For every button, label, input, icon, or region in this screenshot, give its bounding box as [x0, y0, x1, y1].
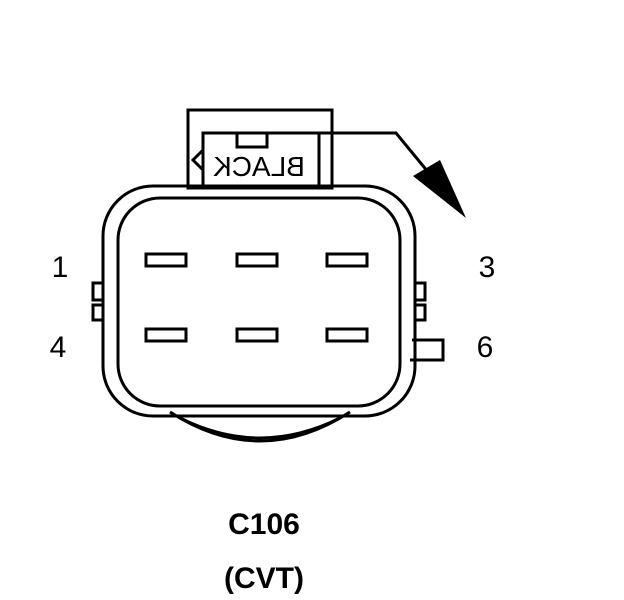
connector-housing-inner: [116, 196, 402, 408]
connector-housing-outer: [101, 184, 417, 418]
pin-label-3: 3: [479, 251, 496, 284]
connector-id: C106: [228, 508, 300, 541]
leader-line: [320, 131, 435, 179]
connector-subtitle: (CVT): [224, 562, 304, 595]
pin-label-1: 1: [52, 251, 69, 284]
locking-tab-notch: [190, 148, 205, 172]
key-tab: [410, 338, 445, 362]
terminal-5: [235, 327, 279, 343]
pin-label-6: 6: [477, 331, 494, 364]
connector-color-label: BLACK: [213, 151, 305, 182]
terminal-4: [144, 327, 188, 343]
left-latch: [91, 281, 103, 322]
terminal-2: [235, 252, 279, 268]
terminal-1: [144, 252, 188, 268]
locking-tab-window: [235, 131, 269, 149]
leader-arrowhead: [413, 160, 466, 218]
terminal-6: [325, 327, 369, 343]
terminal-3: [325, 252, 369, 268]
pin-label-4: 4: [50, 331, 67, 364]
right-latch: [415, 281, 427, 322]
connector-skirt-inner: [179, 416, 341, 440]
